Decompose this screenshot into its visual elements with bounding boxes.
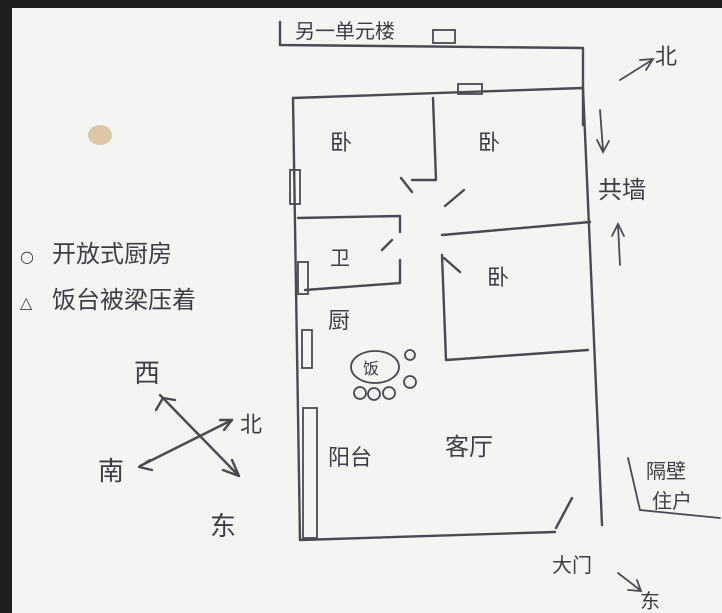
- chair: [382, 386, 396, 400]
- bedroom-wall-top: [440, 220, 592, 237]
- compass-south-arrow-icon: [137, 418, 234, 472]
- outer-wall-west-south: [291, 96, 557, 542]
- bathroom-wall-top: [296, 214, 402, 234]
- room-label-bathroom: 卫: [330, 246, 350, 270]
- chair: [404, 349, 416, 361]
- neighbor-wall: [627, 457, 721, 519]
- photo-edge-top: [0, 0, 722, 8]
- room-label-bedroom-mid: 卧: [487, 266, 509, 291]
- bedroom-divider: [410, 96, 438, 182]
- bathroom-door: [380, 238, 394, 252]
- top-building-line: [278, 20, 585, 127]
- compass-east-arrow-icon: [158, 393, 241, 478]
- shared-wall-label: 共墙: [598, 176, 646, 204]
- bedroom-door-ne: [443, 188, 466, 208]
- room-label-kitchen: 厨: [328, 309, 350, 334]
- entrance-direction-label: 东: [640, 589, 660, 613]
- entrance-label: 大门: [552, 553, 592, 577]
- room-label-living-room: 客厅: [445, 433, 493, 461]
- dining-table-label: 饭: [363, 359, 379, 378]
- note-1: 开放式厨房: [52, 240, 172, 268]
- compass-west-label: 西: [134, 359, 160, 389]
- top-building-label: 另一单元楼: [295, 19, 395, 43]
- note-bullet-1: ○: [20, 247, 34, 266]
- arrow-up-icon: [611, 221, 625, 266]
- room-label-bedroom-ne: 卧: [478, 131, 500, 156]
- entrance-arrow-icon: [617, 572, 643, 593]
- note-bullet-2: △: [20, 293, 33, 312]
- compass-south-label: 南: [98, 457, 124, 487]
- compass-north-arrowhead-icon: [218, 418, 234, 432]
- stain-mark: [88, 125, 112, 145]
- chair: [367, 387, 381, 401]
- north-arrow-icon: [619, 57, 655, 81]
- note-2: 饭台被梁压着: [52, 286, 196, 314]
- dining-table: [350, 350, 400, 384]
- chair: [403, 375, 417, 389]
- window-ne: [457, 83, 483, 95]
- bedroom-door-nw: [399, 176, 414, 194]
- bedroom-wall-bottom: [440, 253, 590, 362]
- outer-wall-north-east: [291, 86, 604, 527]
- bedroom-door-mid: [442, 256, 462, 274]
- compass-west-arrowhead-icon: [154, 396, 177, 412]
- neighbor-label-1: 隔壁: [646, 459, 686, 483]
- photo-edge-left: [0, 0, 12, 613]
- bathroom-wall-bottom: [303, 258, 402, 292]
- room-label-balcony: 阳台: [328, 446, 372, 471]
- chair: [353, 386, 367, 400]
- arrow-down-icon: [596, 109, 610, 154]
- top-right-north-label: 北: [655, 45, 677, 70]
- window-w2: [297, 261, 309, 295]
- balcony-window: [302, 407, 318, 539]
- window-w1: [289, 169, 301, 205]
- room-label-bedroom-nw: 卧: [330, 131, 352, 156]
- window-top: [432, 29, 456, 44]
- neighbor-label-2: 住户: [652, 489, 692, 513]
- compass-north-label: 北: [240, 413, 262, 438]
- compass-east-label: 东: [210, 512, 236, 542]
- window-w3: [301, 329, 313, 369]
- entrance-door: [554, 496, 574, 530]
